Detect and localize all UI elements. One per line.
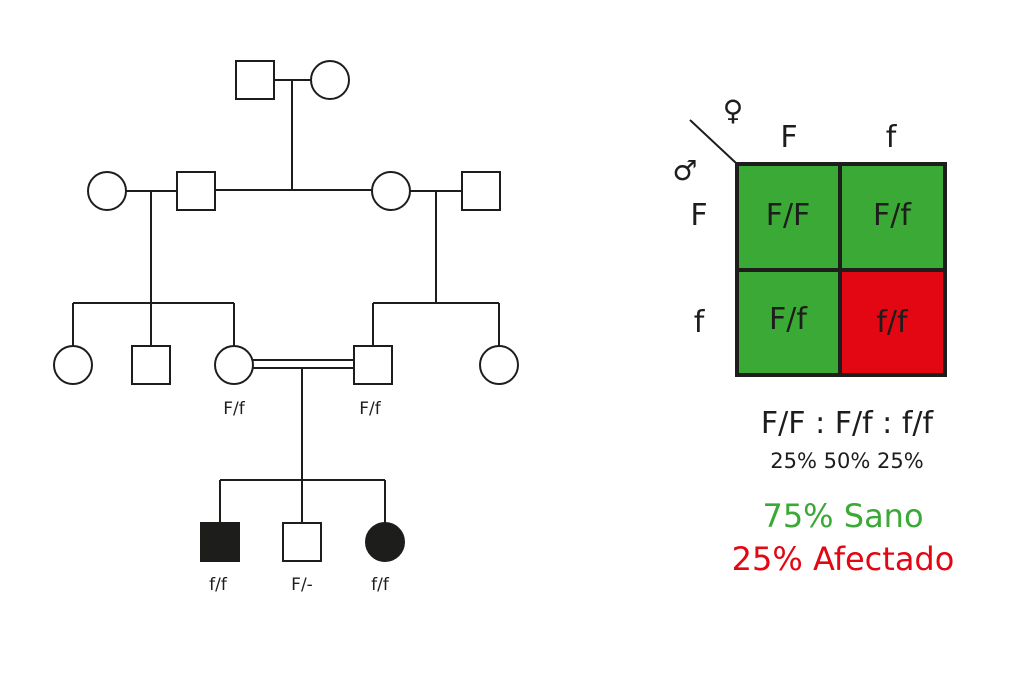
- gen3-female-2: [479, 345, 519, 385]
- gen2-spouse-male: [461, 171, 501, 211]
- male-symbol-icon: ♂: [672, 154, 697, 187]
- punnett-square: ♀ ♂ F f F f F/F F/f F/f f/f: [672, 94, 947, 377]
- female-symbol-icon: ♀: [723, 94, 744, 127]
- gen3-female-1: [53, 345, 93, 385]
- gen3-female-carrier: [214, 345, 254, 385]
- gen2-male: [176, 171, 216, 211]
- cell-Ff-2-label: F/f: [769, 302, 808, 337]
- label-father-genotype: F/f: [359, 399, 382, 419]
- results: F/F : F/f : f/f 25% 50% 25% 75% Sano 25%…: [732, 406, 955, 578]
- label-child3-genotype: f/f: [371, 575, 390, 595]
- gen3-male-carrier: [353, 345, 393, 385]
- gen1-female: [310, 60, 350, 100]
- cell-FF: [737, 164, 840, 270]
- col-header-f: f: [886, 120, 898, 155]
- row-header-F: F: [690, 198, 707, 233]
- gen4-healthy-male: [282, 522, 322, 562]
- cell-Ff-1: [840, 164, 945, 270]
- col-header-F: F: [780, 120, 797, 155]
- gen3-male-1: [131, 345, 171, 385]
- pedigree-chart: F/f F/f f/f F/- f/f: [53, 60, 519, 595]
- cell-Ff-2: [737, 270, 840, 375]
- row-header-f: f: [694, 305, 706, 340]
- label-mother-genotype: F/f: [223, 399, 246, 419]
- diagonal-divider: [689, 119, 737, 164]
- cell-ff-label: f/f: [876, 305, 909, 340]
- gen4-affected-female: [365, 522, 405, 562]
- healthy-percent: 75% Sano: [762, 497, 923, 535]
- label-child2-genotype: F/-: [291, 575, 313, 595]
- affected-percent: 25% Afectado: [732, 540, 955, 578]
- genotype-ratio: F/F : F/f : f/f: [761, 406, 935, 441]
- gen2-female: [371, 171, 411, 211]
- gen1-male: [235, 60, 275, 100]
- label-child1-genotype: f/f: [209, 575, 228, 595]
- cell-ff: [840, 270, 945, 375]
- genotype-percents: 25% 50% 25%: [770, 449, 923, 473]
- gen2-spouse-female: [87, 171, 127, 211]
- gen4-affected-male: [200, 522, 240, 562]
- cell-Ff-1-label: F/f: [873, 198, 912, 233]
- cell-FF-label: F/F: [766, 198, 811, 233]
